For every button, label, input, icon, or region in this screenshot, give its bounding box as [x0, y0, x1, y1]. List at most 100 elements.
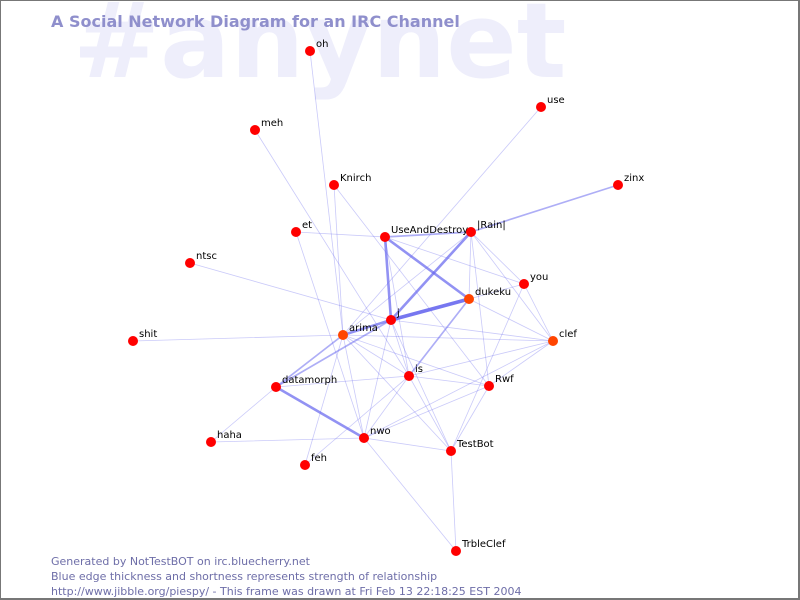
edge-Rain-you [470, 231, 525, 285]
node-dot[interactable] [466, 227, 476, 237]
footer: Generated by NotTestBOT on irc.bluecherr… [51, 554, 521, 598]
node-Rwf[interactable]: Rwf [484, 374, 514, 391]
node-Knirch[interactable]: Knirch [329, 173, 371, 190]
node-dot[interactable] [464, 294, 474, 304]
node-clef[interactable]: clef [548, 329, 577, 346]
edge-UseAndDestroy-Rain [384, 231, 472, 238]
node-dot[interactable] [329, 180, 339, 190]
node-dot[interactable] [613, 180, 623, 190]
edge-UseAndDestroy-is [384, 236, 410, 377]
nodes-layer: oh meh use zinx Knirch et UseAndDestroy |Rain| n… [128, 39, 644, 556]
edge-nwo-TrbleClef [363, 437, 457, 552]
edge-j-dukeku [389, 297, 471, 322]
node-Rain[interactable]: |Rain| [466, 220, 506, 237]
edge-use-arima [342, 106, 542, 336]
edge-arima-Rwf [342, 334, 490, 387]
edge-j-clef [390, 319, 554, 342]
node-is[interactable]: is [404, 364, 423, 381]
node-dot[interactable] [536, 102, 546, 112]
node-dot[interactable] [386, 315, 396, 325]
node-TestBot[interactable]: TestBot [446, 439, 494, 456]
node-label: use [547, 95, 565, 106]
node-use[interactable]: use [536, 95, 565, 112]
edge-arima-is [342, 334, 410, 377]
edge-dukeku-you [468, 283, 525, 300]
node-haha[interactable]: haha [206, 430, 242, 447]
edge-dukeku-clef [468, 298, 554, 342]
edge-j-arima [341, 318, 393, 337]
edge-j-TestBot [390, 319, 452, 452]
node-label: arima [349, 323, 378, 334]
node-dot[interactable] [446, 446, 456, 456]
edge-Rain-Rwf [470, 231, 490, 387]
edge-you-TestBot [450, 283, 525, 452]
node-dot[interactable] [305, 46, 315, 56]
edge-Rain-clef [470, 231, 554, 342]
node-dukeku[interactable]: dukeku [464, 287, 511, 304]
node-ntsc[interactable]: ntsc [185, 251, 217, 268]
node-dot[interactable] [185, 258, 195, 268]
edge-Rwf-TestBot [450, 385, 490, 452]
node-arima[interactable]: arima [338, 323, 378, 340]
node-dot[interactable] [271, 382, 281, 392]
node-label: you [530, 272, 548, 283]
edge-arima-feh [304, 334, 344, 466]
edge-Rain-dukeku [468, 231, 472, 300]
node-shit[interactable]: shit [128, 329, 157, 346]
edge-arima-datamorph [275, 334, 344, 388]
node-TrbleClef[interactable]: TrbleClef [451, 539, 506, 556]
node-label: TrbleClef [461, 539, 506, 550]
node-dot[interactable] [291, 227, 301, 237]
node-UseAndDestroy[interactable]: UseAndDestroy [380, 225, 468, 242]
node-j[interactable]: j [386, 308, 400, 325]
node-datamorph[interactable]: datamorph [271, 375, 337, 392]
edge-nwo-TestBot [363, 437, 452, 452]
node-dot[interactable] [338, 330, 348, 340]
edge-UseAndDestroy-j [383, 235, 393, 322]
node-dot[interactable] [484, 381, 494, 391]
node-dot[interactable] [128, 336, 138, 346]
node-label: ntsc [196, 251, 217, 262]
node-label: meh [261, 118, 283, 129]
node-dot[interactable] [250, 125, 260, 135]
channel-watermark: #anynet [73, 0, 567, 102]
edge-et-nwo [295, 231, 365, 439]
footer-legend-note: Blue edge thickness and shortness repres… [51, 570, 438, 583]
node-label: et [302, 220, 312, 231]
node-dot[interactable] [206, 437, 216, 447]
node-label: dukeku [475, 287, 511, 298]
node-meh[interactable]: meh [250, 118, 283, 135]
node-nwo[interactable]: nwo [359, 426, 391, 443]
node-you[interactable]: you [519, 272, 548, 289]
edge-Knirch-arima [333, 184, 344, 336]
edge-Rain-j [389, 230, 473, 322]
node-dot[interactable] [359, 433, 369, 443]
edge-datamorph-nwo [274, 385, 366, 440]
edge-is-TestBot [408, 375, 452, 452]
edge-is-feh [304, 375, 410, 466]
node-dot[interactable] [380, 232, 390, 242]
node-et[interactable]: et [291, 220, 312, 237]
node-label: Knirch [340, 173, 371, 184]
edge-clef-is [408, 340, 554, 377]
node-label: TestBot [456, 439, 494, 450]
edge-et-UseAndDestroy [295, 231, 386, 238]
edge-clef-nwo [363, 340, 554, 439]
node-oh[interactable]: oh [305, 39, 328, 56]
node-feh[interactable]: feh [300, 453, 327, 470]
node-label: |Rain| [477, 220, 506, 231]
node-dot[interactable] [548, 336, 558, 346]
node-dot[interactable] [519, 279, 529, 289]
node-dot[interactable] [451, 546, 461, 556]
node-zinx[interactable]: zinx [613, 173, 644, 190]
node-dot[interactable] [404, 371, 414, 381]
edge-is-Rwf [408, 375, 490, 387]
node-label: zinx [624, 173, 644, 184]
node-label: haha [217, 430, 242, 441]
node-label: clef [559, 329, 577, 340]
edge-TestBot-TrbleClef [450, 450, 457, 552]
edge-you-clef [523, 283, 554, 342]
node-dot[interactable] [300, 460, 310, 470]
edge-UseAndDestroy-dukeku [383, 235, 471, 301]
